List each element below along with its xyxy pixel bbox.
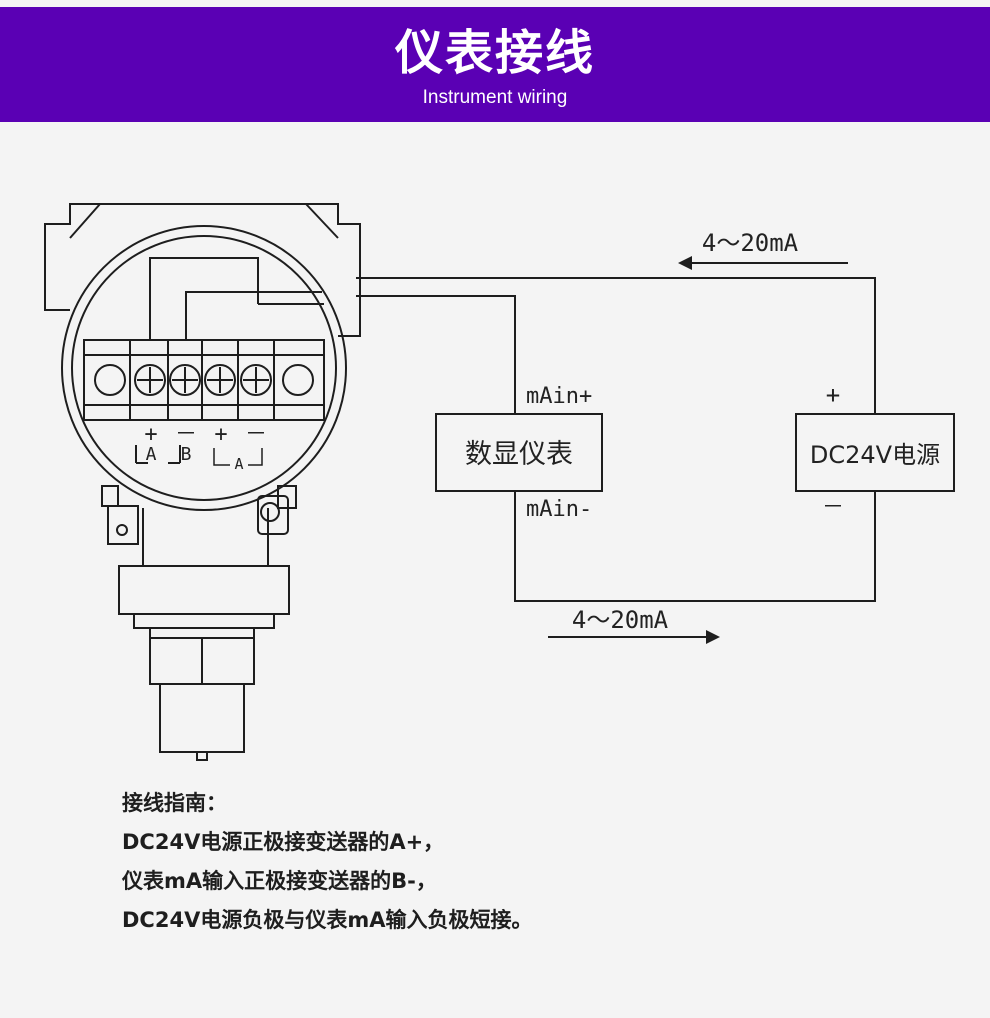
terminal-bracket-label: A bbox=[234, 455, 243, 473]
terminal-sign: + bbox=[144, 422, 157, 447]
terminal-sign: － bbox=[245, 422, 267, 447]
power-label: DC24V电源 bbox=[810, 441, 940, 469]
terminal-label-a: A bbox=[146, 444, 157, 465]
guide-line: 仪表mA输入正极接变送器的B-， bbox=[122, 869, 437, 893]
power-pin-minus: － bbox=[822, 495, 844, 520]
mounting-screw-icon bbox=[94, 364, 126, 396]
terminal-screw-icon bbox=[134, 364, 166, 396]
arrow-left-icon bbox=[678, 256, 692, 270]
current-label-bottom: 4～20mA bbox=[572, 606, 669, 634]
terminal-sign: － bbox=[175, 422, 197, 447]
meter-label: 数显仪表 bbox=[465, 439, 573, 470]
terminal-block bbox=[83, 339, 325, 464]
guide-title: 接线指南： bbox=[122, 791, 227, 815]
transmitter-body bbox=[101, 485, 297, 761]
wiring-guide: 接线指南： DC24V电源正极接变送器的A+， 仪表mA输入正极接变送器的B-，… bbox=[122, 784, 822, 940]
current-label-top: 4～20mA bbox=[702, 229, 799, 257]
meter-pin-plus: mAin+ bbox=[526, 384, 592, 409]
transmitter-housing bbox=[44, 203, 361, 511]
meter-box bbox=[435, 413, 603, 492]
page-title: 仪表接线 bbox=[394, 25, 595, 81]
mounting-screw-icon bbox=[282, 364, 314, 396]
guide-line: DC24V电源负极与仪表mA输入负极短接。 bbox=[122, 908, 533, 932]
page-subtitle: Instrument wiring bbox=[422, 87, 568, 108]
terminal-screw-icon bbox=[169, 364, 201, 396]
internal-wires bbox=[149, 257, 324, 340]
meter-pin-minus: mAin- bbox=[526, 497, 592, 522]
terminal-label-b: B bbox=[181, 444, 192, 465]
terminal-sign: + bbox=[214, 422, 227, 447]
guide-line: DC24V电源正极接变送器的A+， bbox=[122, 830, 445, 854]
terminal-screw-icon bbox=[204, 364, 236, 396]
power-box bbox=[795, 413, 955, 492]
header-banner: 仪表接线 Instrument wiring bbox=[0, 7, 990, 122]
arrow-right-icon bbox=[706, 630, 720, 644]
external-circuit bbox=[356, 262, 955, 638]
terminal-screw-icon bbox=[240, 364, 272, 396]
power-pin-plus: + bbox=[826, 381, 840, 409]
